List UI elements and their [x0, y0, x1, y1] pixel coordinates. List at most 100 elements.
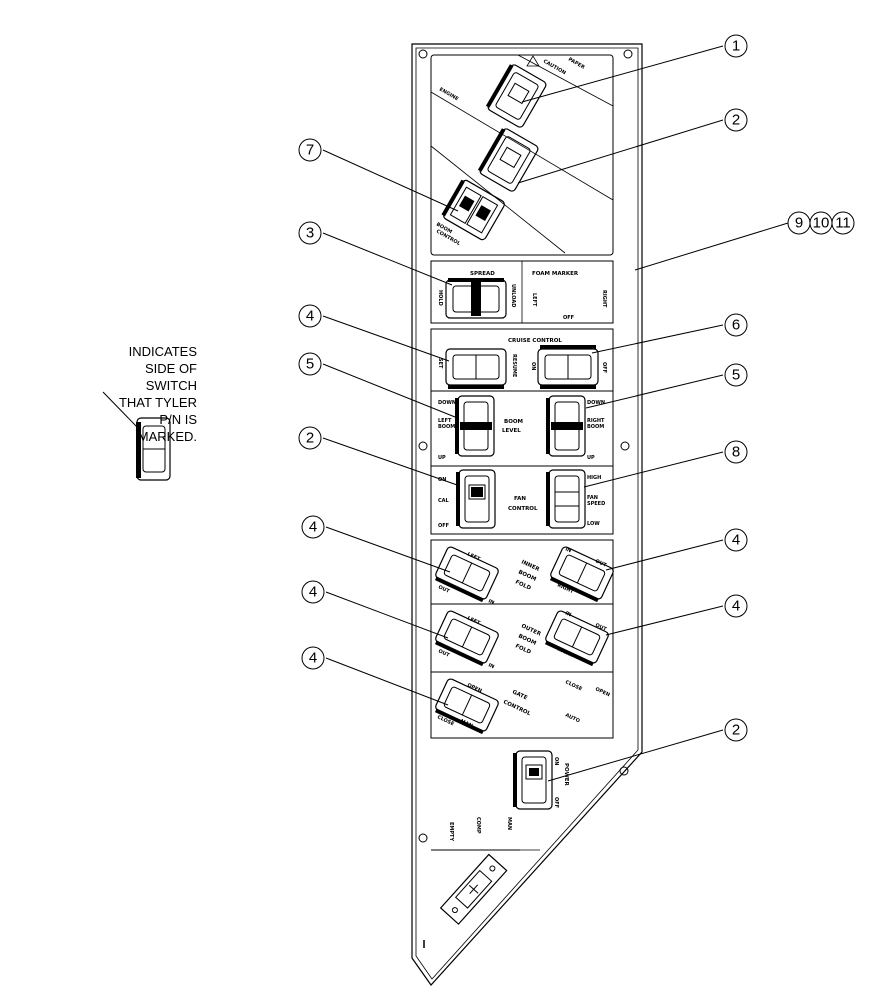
right-up-label: UP — [587, 455, 595, 461]
outer-in-label: IN — [487, 662, 495, 670]
callout-4: 4 — [298, 304, 322, 328]
svg-text:5: 5 — [732, 367, 740, 384]
gate-label-2: CONTROL — [502, 699, 532, 717]
fan-speed-label-2: SPEED — [587, 501, 605, 507]
man-label: MAN — [506, 817, 512, 830]
svg-text:11: 11 — [835, 215, 851, 232]
svg-text:1: 1 — [732, 38, 740, 55]
callout-5: 5 — [724, 363, 748, 387]
fan-off-label: OFF — [438, 523, 449, 529]
gate-label-1: GATE — [511, 689, 528, 701]
note-line-4: THAT TYLER — [119, 395, 197, 410]
switch-4-cruise-set[interactable] — [445, 348, 507, 389]
right-boom-label-1: RIGHT — [587, 418, 605, 424]
svg-text:4: 4 — [309, 650, 317, 667]
gate-control-section: GATE CONTROL OPEN CLOSE CLOSE OPEN AUTO … — [430, 671, 614, 739]
svg-text:4: 4 — [732, 532, 740, 549]
panel-outline — [411, 43, 643, 986]
callout-leaders — [322, 45, 789, 782]
gate-close-label-r: CLOSE — [564, 679, 583, 692]
svg-text:5: 5 — [306, 356, 314, 373]
fan-control-section: FAN CONTROL ON CAL OFF HIGH FAN SPEED LO… — [430, 465, 614, 535]
note-leader-line — [102, 391, 138, 428]
note-line-1: INDICATES — [129, 344, 198, 359]
left-down-label: DOWN — [438, 400, 456, 406]
switch-2-power[interactable] — [513, 750, 553, 810]
inner-in-label: IN — [487, 598, 495, 606]
fan-low-label: LOW — [587, 521, 600, 527]
switch-1[interactable] — [485, 62, 547, 128]
callout-5: 5 — [298, 352, 322, 376]
gate-open-label-r: OPEN — [594, 686, 611, 698]
mount-hole — [623, 49, 633, 59]
svg-text:4: 4 — [306, 308, 314, 325]
cruise-resume-label: RESUME — [511, 354, 517, 378]
callout-4: 4 — [724, 528, 748, 552]
svg-text:4: 4 — [732, 598, 740, 615]
switch-6-cruise-onoff[interactable] — [537, 345, 599, 389]
foam-right-label: RIGHT — [601, 290, 607, 308]
svg-text:2: 2 — [732, 112, 740, 129]
inner-out-label: OUT — [437, 584, 451, 595]
cruise-off-label: OFF — [601, 362, 607, 373]
spread-hold-label: HOLD — [437, 290, 443, 306]
callout-4: 4 — [724, 594, 748, 618]
paper-label: PAPER — [567, 57, 586, 71]
callout-2: 2 — [724, 108, 748, 132]
boom-control-section: ENGINE CAUTION PAPER BOOM CONTROL — [430, 54, 614, 256]
legend-note: INDICATES SIDE OF SWITCH THAT TYLER P/N … — [102, 344, 198, 481]
outer-out-label: OUT — [437, 648, 451, 659]
switch-2-fan[interactable] — [456, 469, 496, 529]
switch-5-right-boom[interactable] — [546, 395, 586, 457]
mount-hole — [619, 766, 629, 776]
callout-4: 4 — [301, 646, 325, 670]
foam-marker-label: FOAM MARKER — [532, 271, 579, 277]
note-line-6: MARKED. — [138, 429, 197, 444]
power-on-label: ON — [553, 757, 559, 765]
left-up-label: UP — [438, 455, 446, 461]
cruise-set-label: SET — [437, 358, 443, 369]
power-off-label: OFF — [553, 797, 559, 808]
foam-left-label: LEFT — [531, 293, 537, 307]
svg-text:10: 10 — [813, 215, 830, 232]
boom-level-label-1: BOOM — [504, 419, 523, 425]
switch-4-outer-right[interactable] — [543, 610, 609, 667]
switch-8-fan-speed[interactable] — [546, 469, 586, 529]
fan-speed-label-1: FAN — [587, 495, 598, 501]
switch-4-outer-left[interactable] — [433, 610, 499, 667]
mount-hole — [620, 441, 630, 451]
gate-open-label: OPEN — [466, 682, 483, 694]
marked-side-bar — [136, 422, 141, 478]
svg-text:4: 4 — [309, 519, 317, 536]
callout-8: 8 — [724, 440, 748, 464]
fan-control-label-1: FAN — [514, 496, 526, 502]
spread-label: SPREAD — [470, 271, 495, 277]
callout-1: 1 — [724, 34, 748, 58]
switch-4-inner-left[interactable] — [433, 546, 499, 603]
note-line-5: P/N IS — [159, 412, 197, 427]
svg-text:6: 6 — [732, 317, 740, 334]
mount-hole — [418, 441, 428, 451]
switch-4-gate[interactable] — [433, 678, 499, 735]
callout-11: 11 — [831, 211, 855, 235]
svg-text:2: 2 — [306, 430, 314, 447]
outer-label-3: FOLD — [514, 643, 532, 656]
caution-label: CAUTION — [542, 59, 567, 77]
switch-3-spread[interactable] — [445, 278, 507, 319]
comp-label: COMP — [475, 817, 481, 834]
switch-4-inner-right[interactable] — [548, 546, 614, 603]
switch-5-left-boom[interactable] — [455, 395, 495, 457]
svg-text:4: 4 — [309, 584, 317, 601]
right-boom-label-2: BOOM — [587, 424, 604, 430]
switch-2-boom[interactable] — [477, 126, 539, 192]
foam-off-label: OFF — [563, 315, 574, 321]
inner-boom-fold-section: INNER BOOM FOLD LEFT RIGHT OUT IN IN OUT — [430, 539, 614, 606]
mount-hole — [418, 49, 428, 59]
power-label: POWER — [563, 763, 569, 787]
boom-level-label-2: LEVEL — [502, 428, 521, 434]
switch-7-dual[interactable] — [440, 178, 505, 241]
callout-7: 7 — [298, 138, 322, 162]
fan-control-label-2: CONTROL — [508, 506, 538, 512]
boom-level-section: BOOM LEVEL LEFT BOOM DOWN UP RIGHT BOOM … — [430, 390, 614, 467]
